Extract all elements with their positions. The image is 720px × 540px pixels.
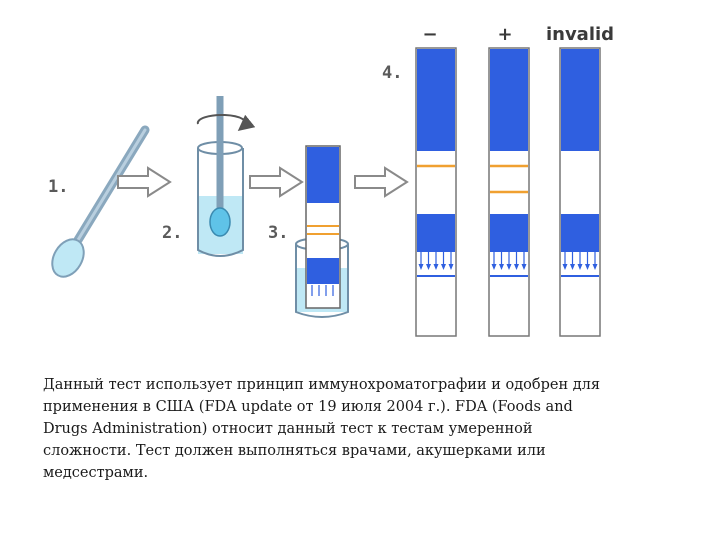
result-label-positive: + (497, 24, 512, 45)
result-label-negative: − (422, 24, 437, 45)
pregnancy-test-procedure-diagram: 1. 2. 3. 4. − + (48, 24, 614, 337)
test-strip-invalid (559, 47, 601, 337)
step-label-4: 4. (382, 63, 402, 83)
arrow-right-icon (249, 166, 304, 198)
tube-with-stirrer-icon (196, 96, 256, 257)
test-strip-negative (415, 47, 457, 337)
result-label-invalid: invalid (546, 24, 614, 45)
strip-in-tube-icon (295, 145, 349, 318)
step-label-2: 2. (162, 223, 182, 243)
step-label-1: 1. (48, 177, 68, 197)
test-strip-positive (488, 47, 530, 337)
step-label-3: 3. (268, 223, 288, 243)
arrow-right-icon (354, 166, 409, 198)
caption-text: Данный тест использует принцип иммунохро… (43, 377, 601, 481)
swab-icon (51, 125, 150, 278)
arrow-right-icon (117, 166, 172, 198)
